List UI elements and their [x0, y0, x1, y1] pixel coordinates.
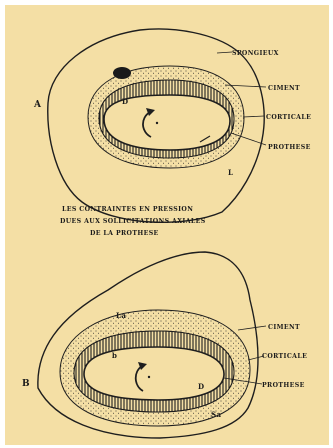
- caption-line-3: DE LA PROTHESE: [90, 230, 159, 237]
- label-prothese-b: PROTHESE: [262, 382, 305, 389]
- point-label-sa-b: Sa: [211, 410, 221, 419]
- panel-b: B CIMENT CORTICALE PROTHESE La b D Sa: [22, 252, 307, 438]
- label-spongieux: SPONGIEUX: [232, 50, 279, 57]
- label-ciment-b: CIMENT: [268, 324, 300, 331]
- caption: LES CONTRAINTES EN PRESSION DUES AUX SOL…: [60, 206, 206, 237]
- caption-line-2: DUES AUX SOLLICITATIONS AXIALES: [60, 218, 206, 225]
- point-label-l-a: L: [228, 168, 233, 177]
- panel-b-prosthesis: [84, 347, 224, 400]
- caption-line-1: LES CONTRAINTES EN PRESSION: [62, 206, 193, 213]
- panel-b-letter: B: [22, 379, 30, 389]
- panel-b-center-dot: [148, 376, 150, 378]
- panel-b-leader-ciment: [238, 326, 266, 330]
- panel-a-leader-spongieux: [217, 52, 232, 53]
- panel-a-letter: A: [33, 100, 42, 110]
- point-label-d-b: D: [198, 382, 204, 391]
- panel-a-center-dot: [156, 122, 158, 124]
- panel-a: A SPONGIEUX CIMENT CORTICALE PROTHESE D …: [33, 29, 311, 222]
- point-label-b-b: b: [112, 351, 117, 360]
- point-label-d-a: D: [122, 97, 128, 106]
- point-label-la-b: La: [116, 311, 126, 320]
- label-corticale-a: CORTICALE: [266, 114, 311, 121]
- label-corticale-b: CORTICALE: [262, 353, 307, 360]
- label-prothese-a: PROTHESE: [268, 144, 311, 151]
- panel-a-leader-corticale: [243, 116, 264, 117]
- label-ciment-a: CIMENT: [268, 85, 300, 92]
- panel-a-cement-spot: [113, 67, 131, 79]
